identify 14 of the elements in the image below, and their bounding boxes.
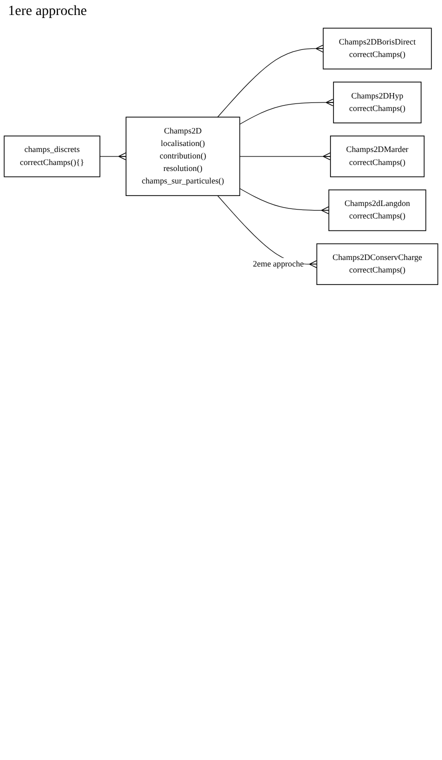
connector [100, 152, 126, 160]
node-box: champs_discrets correctChamps(){} [4, 136, 100, 178]
node-box: Champs2DConservCharge correctChamps() [316, 243, 438, 285]
node-box: Champs2DBorisDirect correctChamps() [322, 28, 432, 70]
node-box: Champs2D localisation() contribution() resolution() champs_sur_particules() [126, 116, 240, 196]
edge-label: 2eme approche [252, 259, 304, 268]
connector [239, 98, 334, 125]
connector [239, 152, 331, 160]
note-text: 1ere approche [8, 4, 87, 20]
connector [239, 188, 330, 214]
node-box: Champs2dLangdon correctChamps() [328, 189, 426, 232]
connector [217, 44, 324, 118]
node-box: Champs2DHyp correctChamps() [333, 82, 422, 124]
node-box: Champs2DMarder correctChamps() [330, 136, 425, 178]
